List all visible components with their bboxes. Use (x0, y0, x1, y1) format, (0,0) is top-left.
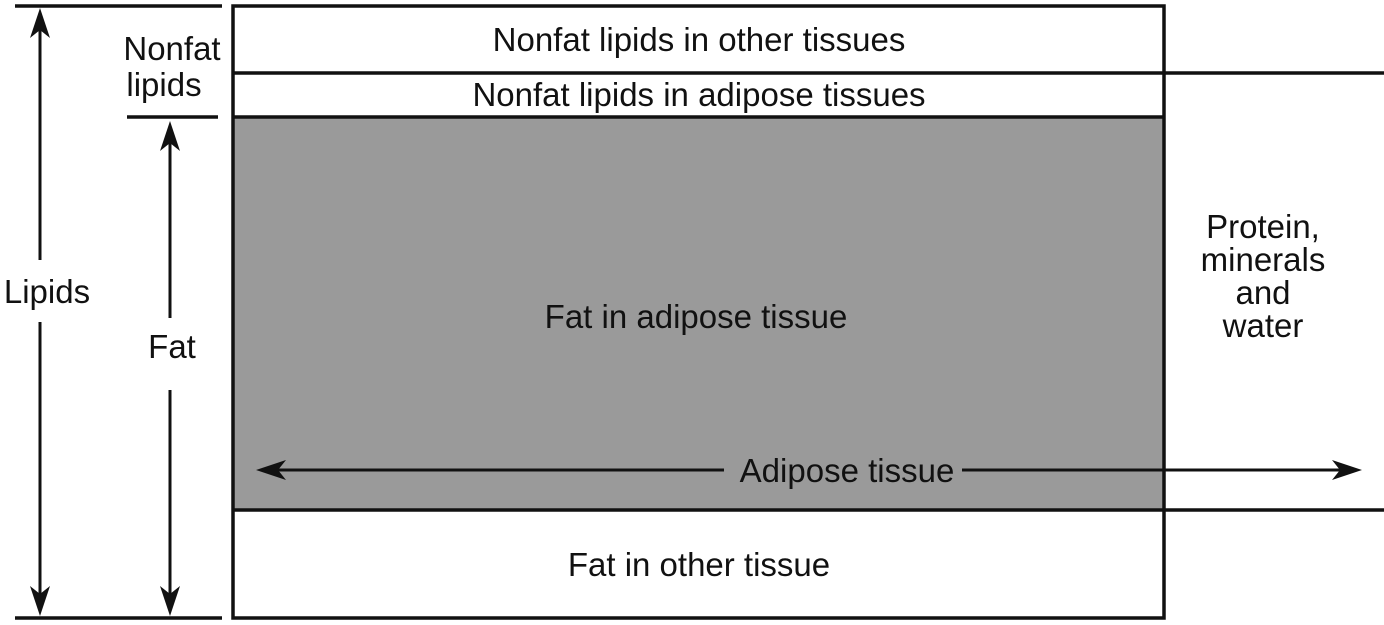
nonfat-lipids-label-line1: Nonfat (123, 30, 220, 67)
protein-minerals-water-line1: Protein, (1206, 208, 1320, 245)
band-label-fat-other: Fat in other tissue (568, 546, 830, 583)
diagram-labels: Nonfat lipids in other tissues Nonfat li… (4, 21, 1325, 583)
nonfat-lipids-label-line2: lipids (126, 66, 201, 103)
fat-label: Fat (148, 328, 196, 365)
diagram-lines (15, 4, 1384, 620)
protein-minerals-water-line4: water (1222, 307, 1304, 344)
protein-minerals-water-line2: minerals (1201, 241, 1326, 278)
lipids-arrowhead-up-icon (30, 8, 50, 38)
diagram-arrowheads (30, 8, 1362, 616)
protein-minerals-water-line3: and (1235, 274, 1290, 311)
band-label-nonfat-other: Nonfat lipids in other tissues (493, 21, 906, 58)
adipose-arrowhead-right-icon (1332, 460, 1362, 480)
adipose-arrowhead-left-icon (256, 460, 286, 480)
adipose-tissue-arrow-label: Adipose tissue (740, 452, 955, 489)
lipids-label: Lipids (4, 273, 90, 310)
band-label-fat-adipose: Fat in adipose tissue (545, 298, 848, 335)
lipids-arrowhead-down-icon (30, 586, 50, 616)
fat-arrowhead-up-icon (160, 121, 180, 151)
fat-arrowhead-down-icon (160, 586, 180, 616)
main-rectangle-border (231, 4, 1166, 620)
band-label-nonfat-adipose: Nonfat lipids in adipose tissues (472, 76, 925, 113)
fat-adipose-band-fill (233, 117, 1164, 510)
